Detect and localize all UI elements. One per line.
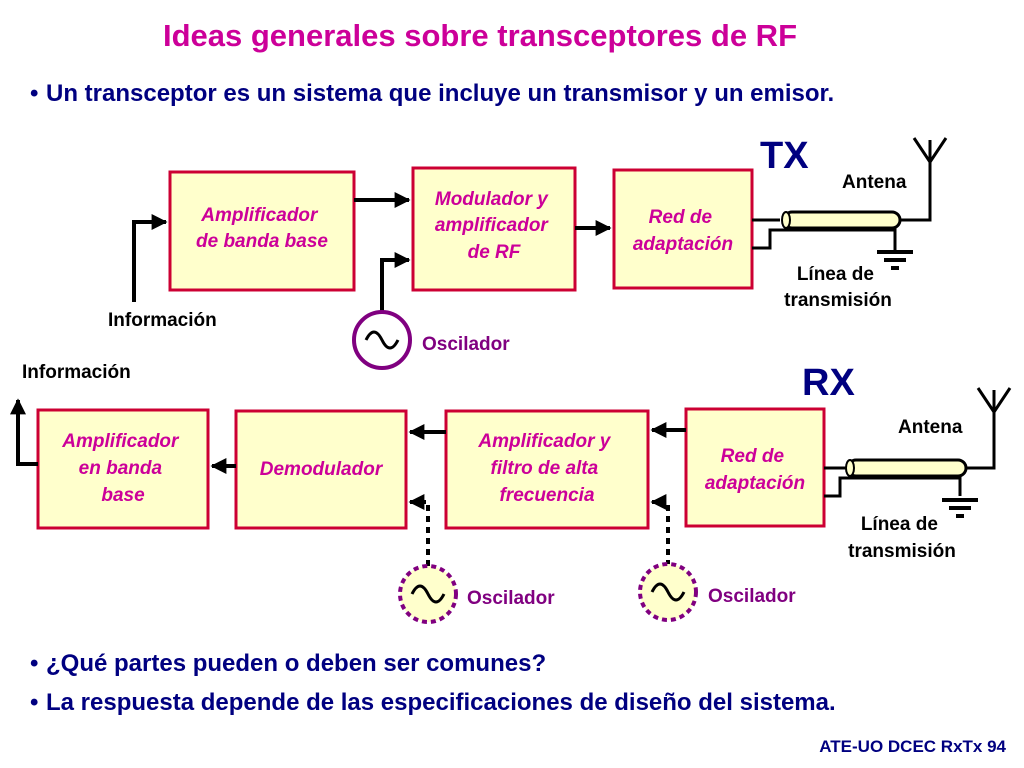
rx-transmission-line-icon bbox=[846, 458, 968, 478]
rx-hf-amp-block bbox=[444, 409, 650, 530]
rx-line-label: Línea de transmisión bbox=[848, 514, 956, 562]
bullet-intro-text: Un transceptor es un sistema que incluye… bbox=[46, 80, 835, 107]
tx-antenna-icon bbox=[912, 137, 948, 163]
rx-oscillator1-label: Oscilador bbox=[467, 588, 555, 609]
bullet-question: • ¿Qué partes pueden o deben ser comunes? bbox=[30, 650, 546, 678]
tx-oscillator-arrow bbox=[380, 252, 411, 312]
tx-transmission-line-icon bbox=[782, 210, 902, 230]
rx-baseband-amp-label: Amplificador en banda base bbox=[61, 431, 183, 506]
tx-oscillator-label: Oscilador bbox=[422, 334, 510, 355]
rx-oscillator2-link bbox=[650, 494, 670, 566]
bullet-intro: • Un transceptor es un sistema que incluy… bbox=[30, 80, 834, 108]
rx-baseband-amp-block bbox=[36, 408, 210, 530]
rx-matching-block bbox=[684, 407, 826, 528]
tx-info-label: Información bbox=[108, 310, 217, 331]
bullet-dot: • bbox=[30, 689, 39, 716]
rx-oscillator1-link bbox=[408, 494, 430, 566]
bullet-dot: • bbox=[30, 650, 39, 677]
rx-oscillator2-label: Oscilador bbox=[708, 586, 796, 607]
tx-matching-label: Red de adaptación bbox=[633, 207, 733, 255]
tx-line-label: Línea de transmisión bbox=[784, 264, 892, 311]
tx-ground-icon bbox=[877, 250, 913, 270]
bullet-question-text: ¿Qué partes pueden o deben ser comunes? bbox=[46, 650, 547, 677]
rx-output-arrow bbox=[10, 398, 38, 466]
rx-antenna-icon bbox=[976, 387, 1012, 413]
rx-info-label: Información bbox=[22, 362, 131, 383]
tx-baseband-amp-label: Amplificador de banda base bbox=[196, 205, 328, 252]
rx-hf-amp-label: Amplificador y filtro de alta frecuencia bbox=[477, 431, 615, 506]
rx-label: RX bbox=[802, 362, 855, 404]
tx-modulator-block bbox=[411, 166, 577, 292]
bullet-answer: • La respuesta depende de las especificac… bbox=[30, 689, 836, 717]
bullet-dot: • bbox=[30, 80, 39, 107]
slide-title: Ideas generales sobre transceptores de R… bbox=[162, 18, 798, 53]
rx-demodulator-label: Demodulador bbox=[260, 459, 384, 480]
tx-label: TX bbox=[760, 135, 809, 177]
tx-baseband-amp-block bbox=[168, 170, 356, 292]
rx-antenna-label: Antena bbox=[898, 417, 963, 438]
rx-ground-icon bbox=[942, 498, 978, 518]
bullet-answer-text: La respuesta depende de las especificaci… bbox=[46, 689, 836, 716]
tx-input-arrow bbox=[132, 214, 168, 302]
tx-antenna-label: Antena bbox=[842, 172, 907, 193]
tx-modulator-label: Modulador y amplificador de RF bbox=[435, 189, 553, 263]
rx-matching-label: Red de adaptación bbox=[705, 446, 805, 494]
rx-demodulator-block bbox=[234, 409, 408, 530]
slide-footer: ATE-UO DCEC RxTx 94 bbox=[819, 737, 1006, 756]
tx-matching-block bbox=[612, 168, 754, 290]
